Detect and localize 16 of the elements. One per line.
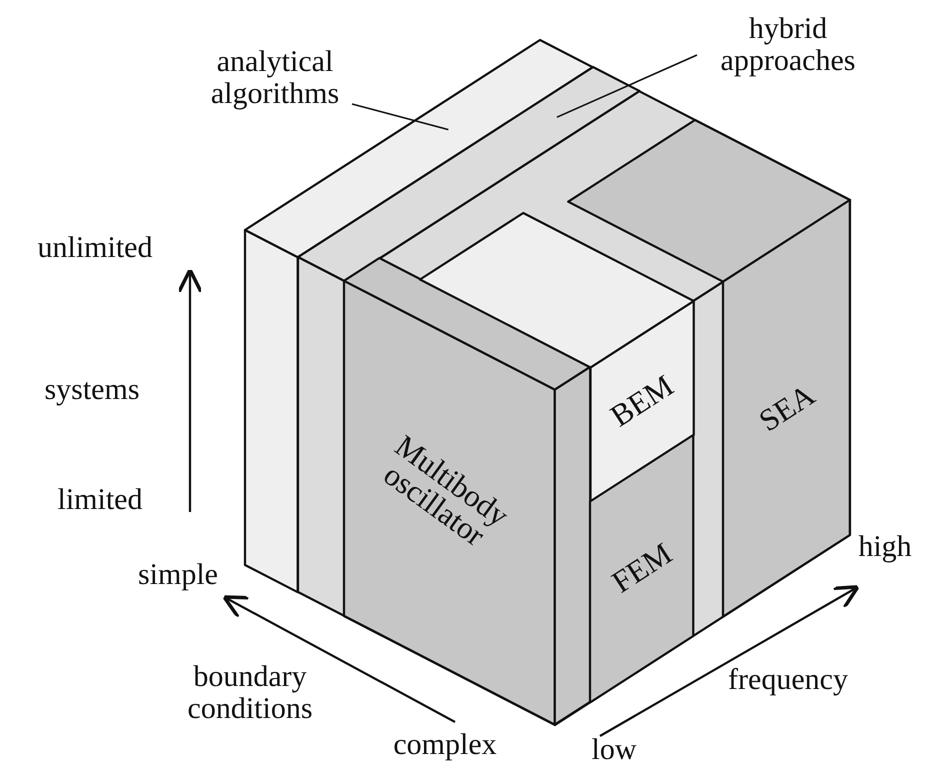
callout-text: analytical algorithms [180,46,370,110]
block-label: BEM [606,370,678,432]
axis-label: complex [393,729,497,761]
leader-line [352,103,449,130]
axis-label: simple [138,559,218,591]
axis-label: low [592,734,636,763]
block-label: SEA [754,380,820,437]
axis-label: boundary conditions [186,661,314,725]
axis-label: frequency [728,664,848,696]
callout-text: hybrid approaches [693,13,883,77]
axis-label: systems [44,374,140,406]
axis-label: limited [58,484,142,516]
axis-label: high [858,531,912,563]
leader-line [556,54,698,118]
axis-label: unlimited [38,232,152,264]
block-label: FEM [607,538,677,598]
